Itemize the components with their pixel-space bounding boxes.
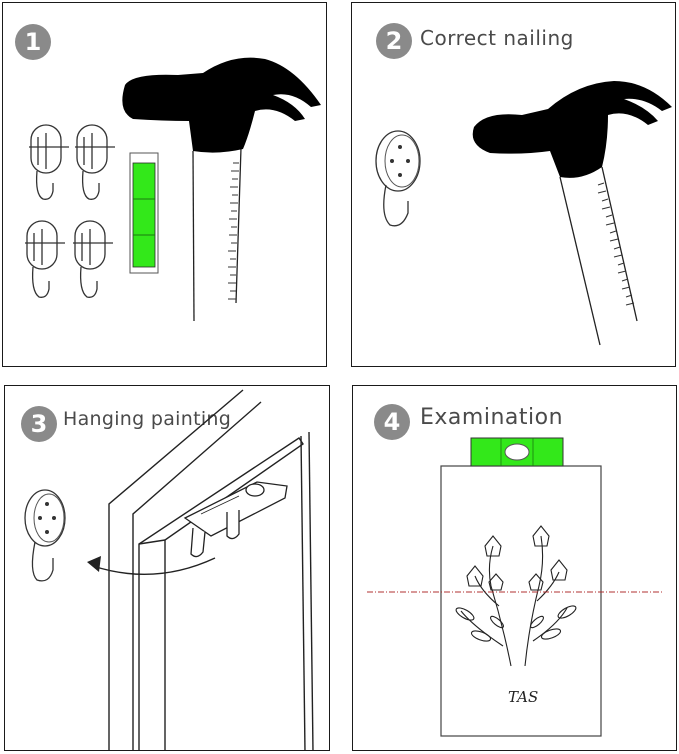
wall-hook-icon [73, 220, 113, 298]
hammer-icon [472, 81, 672, 346]
step-3-illustration [24, 389, 314, 750]
wall-hook-icon [183, 481, 288, 558]
step-3-badge: 3 [21, 406, 57, 442]
step-2-badge: 2 [376, 23, 412, 59]
step-4-panel: 4 Examination [352, 385, 677, 751]
step-4-badge: 4 [374, 404, 410, 440]
flower-drawing [455, 525, 577, 667]
step-2-panel: 2 Correct nailing [351, 2, 676, 367]
wall-hook-icon [25, 220, 65, 298]
wall-hook-icon [29, 124, 69, 200]
step-1-badge: 1 [15, 24, 51, 60]
painting-frame [108, 389, 314, 750]
step-3-panel: 3 Hanging painting [4, 385, 330, 751]
wall-hook-icon [24, 489, 66, 582]
spirit-level-icon [470, 437, 564, 467]
wall-hook-icon [75, 124, 115, 200]
step-1-panel: 1 [2, 2, 327, 367]
step-4-title: Examination [420, 405, 564, 430]
painting-signature: TAS [508, 688, 539, 706]
rotation-arrow-icon [87, 556, 216, 576]
spirit-level-icon [129, 152, 159, 274]
step-4-illustration [367, 437, 663, 737]
hammer-icon [122, 57, 321, 322]
step-2-illustration [375, 81, 672, 346]
step-3-title: Hanging painting [63, 408, 232, 430]
step-2-title: Correct nailing [420, 26, 574, 50]
painting [440, 465, 602, 737]
step-1-illustration [25, 57, 321, 322]
wall-hook-icon [375, 130, 421, 227]
